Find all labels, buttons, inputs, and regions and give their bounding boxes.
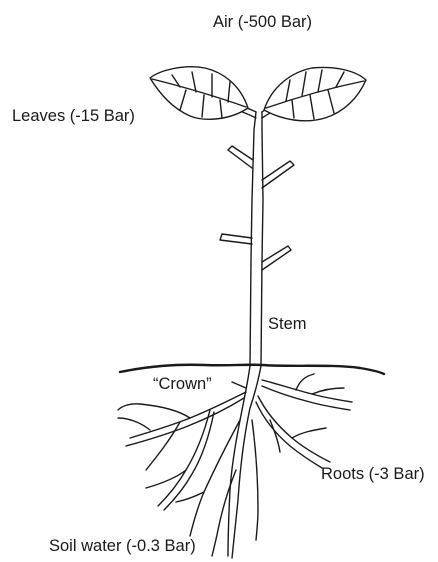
right-leaf [264, 68, 366, 121]
stem [250, 112, 263, 366]
stem-branches [220, 146, 294, 270]
crown-pointer-line [232, 382, 246, 388]
roots-label: Roots (-3 Bar) [321, 466, 425, 483]
stem-label: Stem [268, 316, 307, 333]
left-leaf [150, 67, 248, 120]
air-label: Air (-500 Bar) [213, 14, 312, 31]
crown-label: “Crown” [153, 376, 212, 393]
leaves-label: Leaves (-15 Bar) [12, 108, 135, 125]
soil-line [120, 365, 384, 374]
roots [118, 366, 352, 558]
soil-water-label: Soil water (-0.3 Bar) [49, 538, 196, 555]
